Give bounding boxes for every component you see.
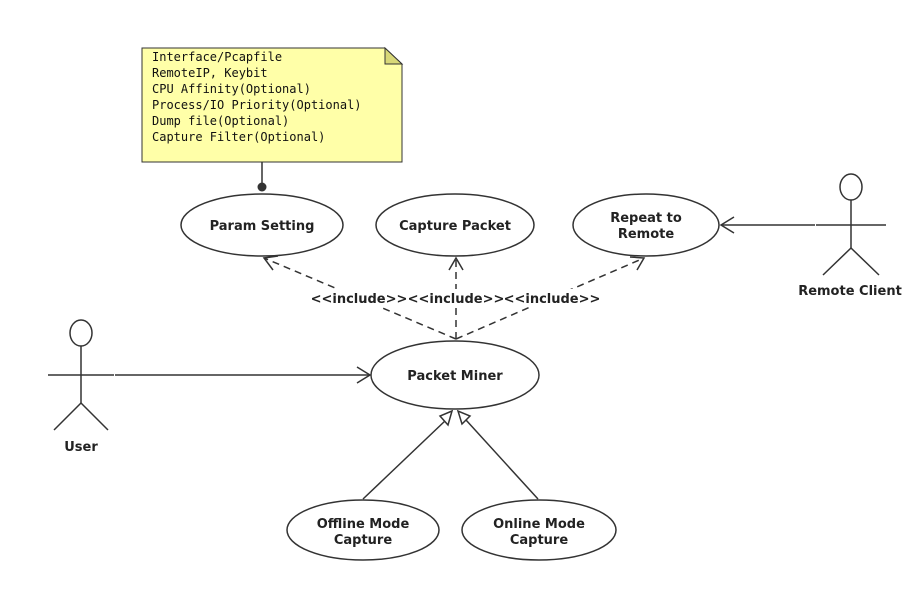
include-label: <<include>> [408, 292, 505, 307]
note-line: Capture Filter(Optional) [152, 130, 325, 144]
use-case-ellipse[interactable] [572, 193, 720, 257]
note-line: Interface/Pcapfile [152, 50, 282, 64]
include-arrowhead [448, 256, 464, 271]
use-case-ellipse[interactable] [286, 499, 440, 561]
actor-remote-client[interactable]: Remote Client [798, 173, 902, 299]
use-case-ellipse[interactable] [370, 340, 540, 410]
note-line: Dump file(Optional) [152, 114, 289, 128]
include-param-setting-line [263, 257, 457, 340]
include-label-bg [310, 289, 600, 307]
actor-leg [850, 247, 880, 276]
note-line: CPU Affinity(Optional) [152, 82, 311, 96]
actor-label: User [64, 440, 98, 455]
use-case-label: Remote [618, 227, 675, 242]
actor-leg [80, 402, 109, 431]
generalization-arrowhead [438, 409, 454, 427]
use-case-repeat-to-remote[interactable]: Repeat to Remote [572, 193, 720, 257]
include-label: <<include>> [504, 292, 601, 307]
association-arrowhead [356, 366, 372, 384]
use-case-ellipse[interactable] [461, 499, 617, 561]
use-case-label: Param Setting [210, 219, 315, 234]
include-label: <<include>> [311, 292, 408, 307]
actor-head [839, 173, 863, 201]
actor-head [69, 319, 93, 347]
note-fold [384, 46, 404, 65]
use-case-label: Capture [510, 533, 568, 548]
actor-leg [822, 247, 852, 276]
note-body [141, 47, 403, 163]
use-case-offline-mode-capture[interactable]: Offline Mode Capture [286, 499, 440, 561]
generalization-online-line [465, 419, 539, 500]
generalization-offline-line [362, 419, 447, 500]
include-arrowhead [629, 256, 646, 271]
use-case-label: Packet Miner [407, 369, 503, 384]
parameters-note: Interface/Pcapfile RemoteIP, Keybit CPU … [141, 46, 404, 163]
generalization-arrowhead [456, 409, 472, 426]
use-case-label: Repeat to [610, 211, 682, 226]
note-line: RemoteIP, Keybit [152, 66, 268, 80]
use-case-packet-miner[interactable]: Packet Miner [370, 340, 540, 410]
use-case-label: Offline Mode [317, 517, 410, 532]
use-case-online-mode-capture[interactable]: Online Mode Capture [461, 499, 617, 561]
note-anchor-dot [257, 182, 267, 192]
include-arrowhead [262, 255, 279, 271]
actor-user[interactable]: User [48, 319, 114, 455]
note-line: Process/IO Priority(Optional) [152, 98, 362, 112]
use-case-param-setting[interactable]: Param Setting [180, 193, 344, 257]
actor-label: Remote Client [798, 284, 902, 299]
use-case-ellipse[interactable] [180, 193, 344, 257]
use-case-ellipse[interactable] [375, 193, 535, 257]
use-case-label: Capture Packet [399, 219, 511, 234]
association-arrowhead [719, 216, 735, 234]
use-case-label: Capture [334, 533, 392, 548]
actor-leg [53, 402, 82, 431]
use-case-label: Online Mode [493, 517, 585, 532]
use-case-capture-packet[interactable]: Capture Packet [375, 193, 535, 257]
